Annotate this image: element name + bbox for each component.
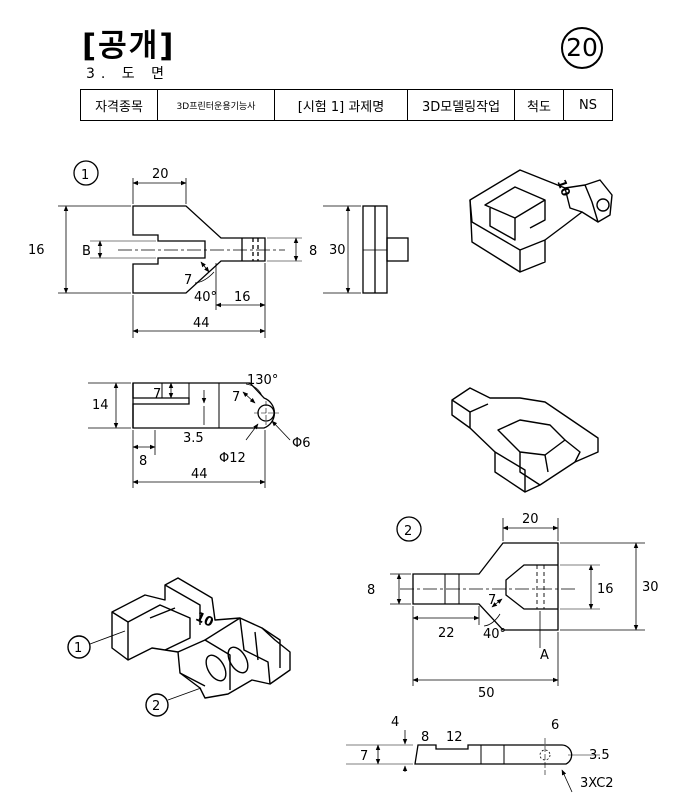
part1-front-leader-large <box>245 423 259 441</box>
info-cell-qualification: 3D프린터운용기능사 <box>157 89 275 121</box>
part1-dim-chamfer-text: 7 <box>184 273 192 288</box>
part1-dim-angle-arc <box>194 271 215 284</box>
part1-front-view <box>88 382 291 488</box>
part1-front-dim-total-text: 44 <box>191 467 208 482</box>
part2-front-dim-chamfer-text: 3XC2 <box>580 776 614 791</box>
part1-front-dim-chamfer-text: 7 <box>232 390 240 405</box>
assembly-callout-2-circle <box>145 693 169 717</box>
part1-dim-total-text: 44 <box>193 316 210 331</box>
part1-side-neck <box>386 237 409 262</box>
part1-front-outline <box>132 382 276 429</box>
sheet-number-badge: 20 <box>561 27 603 69</box>
iso-view-part2 <box>451 387 599 493</box>
part1-dim-neck-text: 8 <box>309 244 317 259</box>
part2-dim-angle-text: 40° <box>483 627 506 642</box>
part1-front-dim-chamfer <box>242 391 256 404</box>
iso-view-part1 <box>469 169 613 273</box>
info-table-row: 자격종목 3D프린터운용기능사 [시험 1] 과제명 3D모델링작업 척도 NS <box>80 89 613 121</box>
assembly-iso-view <box>67 577 291 717</box>
part1-side-dim-text: 30 <box>329 243 346 258</box>
part2-dim-total-text: 50 <box>478 686 495 701</box>
part2-label: 2 <box>404 524 412 539</box>
iso1-hole <box>596 198 610 212</box>
part2-dim-chamfer <box>491 598 503 608</box>
part1-front-dim-angle <box>245 383 263 397</box>
part2-front-dim-slot-text: 12 <box>446 730 463 745</box>
part1-front-dim-step-text: 7 <box>153 387 161 402</box>
section-subtitle: 3. 도 면 <box>86 66 171 82</box>
part2-dim-height-text: 30 <box>642 580 659 595</box>
part1-front-dim-angle-text: 130° <box>247 373 278 388</box>
info-table: 자격종목 3D프린터운용기능사 [시험 1] 과제명 3D모델링작업 척도 NS <box>80 89 613 121</box>
assembly-callout-2: 2 <box>152 699 160 714</box>
page-title: [공개] <box>82 28 176 64</box>
part2-dim-neck-text: 8 <box>367 583 375 598</box>
part2-dim-chamfer-text: 7 <box>488 593 496 608</box>
assembly-leader-2 <box>167 687 202 701</box>
info-cell-label-task: [시험 1] 과제명 <box>274 89 408 121</box>
part2-front-outline <box>414 744 573 765</box>
part2-front-chamfer-leader <box>561 769 573 793</box>
part1-front-leader-small <box>271 420 291 441</box>
part2-dim-inner-text: 16 <box>597 582 614 597</box>
part2-front-dim-half-text: 3.5 <box>589 748 610 763</box>
part2-dim-width-text: 20 <box>522 512 539 527</box>
part1-front-dim-slot-text: 3.5 <box>183 431 204 446</box>
part1-front-hole-large-text: Φ12 <box>219 451 246 466</box>
part2-front-hole <box>539 749 551 761</box>
part1-front-dim-height-text: 14 <box>92 398 109 413</box>
part1-side-view <box>323 205 409 294</box>
part1-dim-arm-text: 16 <box>234 290 251 305</box>
part1-top-view <box>58 160 302 338</box>
part1-label-circle <box>73 160 99 186</box>
part1-dim-height-text: 16 <box>28 243 45 258</box>
assembly-leader-1 <box>89 630 126 645</box>
part1-dim-angle-text: 40° <box>194 290 217 305</box>
info-cell-label-scale: 척도 <box>514 89 564 121</box>
part2-front-dim-height-text: 7 <box>360 749 368 764</box>
part2-top-inner-cut <box>505 564 558 610</box>
part1-dim-chamfer <box>200 261 210 273</box>
info-cell-label-qualification: 자격종목 <box>80 89 158 121</box>
part1-top-outline <box>132 205 266 294</box>
part2-front-dim-depth-text: 4 <box>391 715 399 730</box>
part1-front-dim-offset-text: 8 <box>139 454 147 469</box>
part2-dim-arm-text: 22 <box>438 626 455 641</box>
part2-dim-angle-arc <box>483 613 501 627</box>
part2-label-circle <box>396 516 422 542</box>
part2-front-dim-step-text: 8 <box>421 730 429 745</box>
part1-dim-b-text: B <box>82 244 91 259</box>
part2-top-outline-outer <box>412 542 559 631</box>
iso1-engraving: 10 <box>554 178 573 198</box>
part1-dim-width-text: 20 <box>152 167 169 182</box>
part2-front-dim-right-text: 6 <box>551 718 559 733</box>
part2-top-view <box>390 516 645 686</box>
part1-label: 1 <box>81 168 89 183</box>
assembly-callout-1-circle <box>67 635 91 659</box>
part1-front-hole-small-text: Φ6 <box>292 436 311 451</box>
info-cell-task: 3D모델링작업 <box>407 89 515 121</box>
info-cell-scale: NS <box>563 89 613 121</box>
assembly-callout-1: 1 <box>74 641 82 656</box>
assembly-engraving: 10 <box>193 609 216 630</box>
part2-dim-a-text: A <box>540 648 549 663</box>
part2-front-view <box>346 730 600 793</box>
